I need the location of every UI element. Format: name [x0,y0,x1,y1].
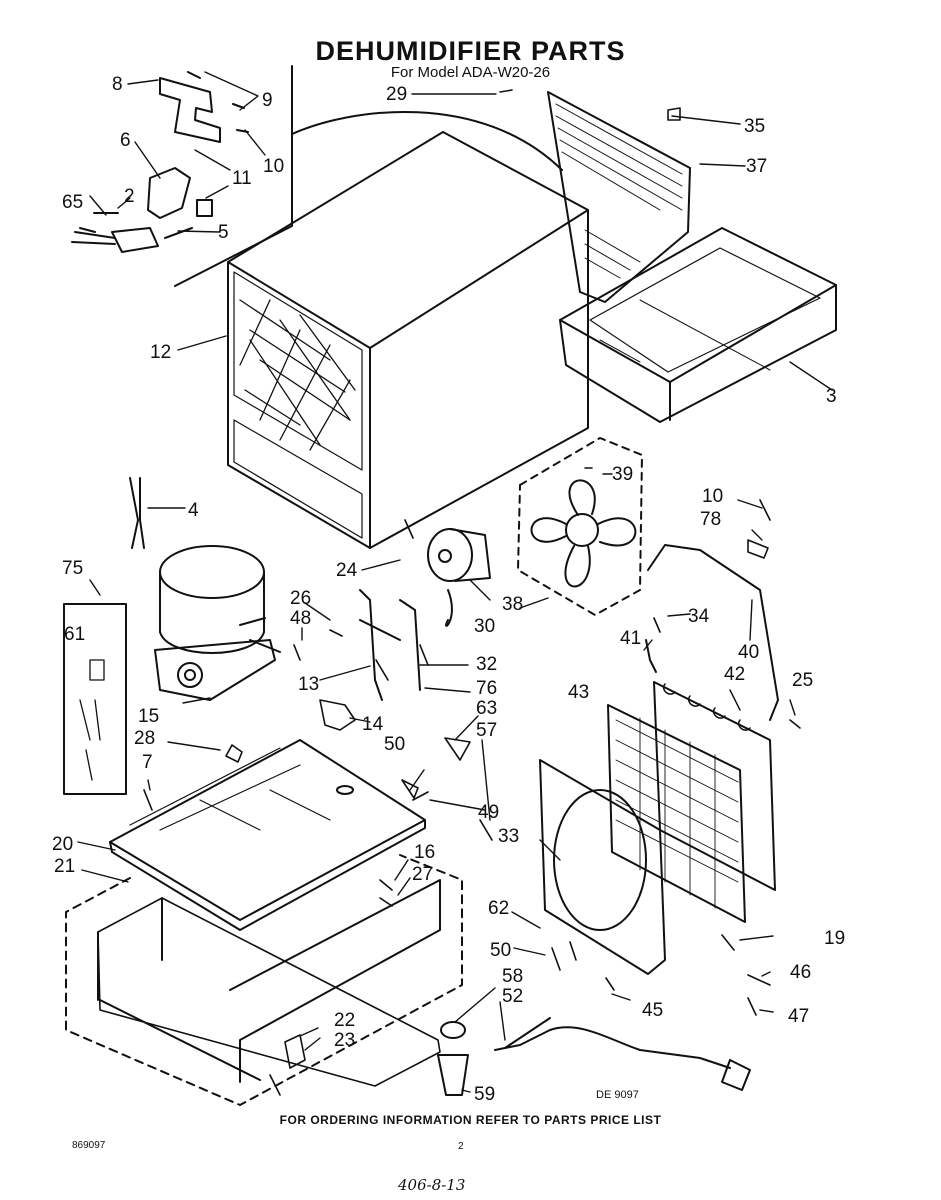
callout-48: 48 [290,608,311,629]
callout-10b: 10 [702,486,723,507]
callout-3: 3 [826,386,837,407]
page-title: DEHUMIDIFIER PARTS [315,36,626,66]
condenser-coil [607,704,746,923]
capillary-tube [647,544,779,721]
callout-13: 13 [298,674,319,695]
callout-45: 45 [642,1000,663,1021]
callout-62: 62 [488,898,509,919]
callout-9: 9 [262,90,273,111]
evaporator-coil [653,681,776,891]
parts-kit-box [63,603,127,795]
callout-58: 58 [502,966,523,987]
motor-bracket [359,589,421,701]
drain-fitting [437,1054,469,1096]
callout-34: 34 [688,606,710,627]
callout-27: 27 [412,864,433,885]
water-bucket [559,227,837,423]
callout-15: 15 [138,706,159,727]
diagram-code: DE 9097 [596,1089,639,1101]
callout-39: 39 [612,464,633,485]
cabinet [227,131,589,549]
callout-30: 30 [474,616,495,637]
callout-26: 26 [290,588,311,609]
callout-23: 23 [334,1030,355,1051]
callout-12: 12 [150,342,171,363]
callout-32: 32 [476,654,497,675]
callout-21: 21 [54,856,75,877]
callout-6: 6 [120,130,131,151]
callout-5: 5 [218,222,229,243]
callout-11: 11 [232,168,252,189]
callout-16: 16 [414,842,435,863]
document-number: 869097 [72,1140,106,1151]
base-frame-outline [65,854,463,1106]
callout-29: 29 [386,84,407,105]
callout-2: 2 [124,186,135,207]
base-frame [97,879,441,1087]
leader-lines [77,71,833,1093]
power-cord [494,1026,731,1069]
callout-37: 37 [746,156,767,177]
callout-8: 8 [112,74,123,95]
callout-28: 28 [134,728,155,749]
callout-43: 43 [568,682,589,703]
callout-25: 76 [476,678,497,699]
callout-22: 22 [334,1010,355,1031]
callout-49: 49 [478,802,499,823]
callout-61: 61 [64,624,85,645]
wire-harness [291,110,563,171]
model-subtitle: For Model ADA-W20-26 [390,64,551,81]
callout-35: 35 [744,116,765,137]
base-plate [109,739,426,931]
callout-7: 7 [142,752,153,773]
callout-38: 38 [502,594,523,615]
handwritten-note: 406-8-13 [398,1176,466,1194]
fan-blade-assembly [517,437,643,616]
rear-grille [547,91,691,303]
power-plug [721,1059,751,1091]
callout-75: 75 [62,558,83,579]
callout-40: 40 [738,642,759,663]
callout-19: 19 [824,928,845,949]
gasket-58 [440,1021,466,1039]
callout-33: 33 [498,826,519,847]
callout-20: 20 [52,834,73,855]
compressor [154,545,281,701]
wire-harness-small [129,477,145,549]
ordering-footer: FOR ORDERING INFORMATION REFER TO PARTS … [279,1113,662,1127]
callout-63: 63 [476,698,497,719]
callout-46: 46 [790,962,811,983]
panel-edge [174,65,293,287]
callout-41: 41 [620,628,641,649]
fan-motor [427,528,491,627]
callout-10: 10 [263,156,284,177]
callout-59: 59 [474,1084,495,1105]
callout-50: 50 [384,734,405,755]
callout-52: 52 [502,986,523,1007]
page-number: 2 [458,1141,464,1152]
callout-65: 65 [62,192,83,213]
fan-shroud [539,759,666,975]
callout-78: 78 [700,509,721,530]
callout-50b: 50 [490,940,511,961]
callout-42: 42 [724,664,745,685]
callout-57: 57 [476,720,497,741]
callout-47: 47 [788,1006,809,1027]
callout-labels: 8 9 6 10 11 2 65 5 29 35 37 12 3 4 39 10… [52,74,845,1105]
callout-4: 4 [188,500,199,521]
hardware [143,89,801,1096]
callout-14: 14 [362,714,384,735]
callout-24: 24 [336,560,358,581]
callout-76: 25 [792,670,813,691]
